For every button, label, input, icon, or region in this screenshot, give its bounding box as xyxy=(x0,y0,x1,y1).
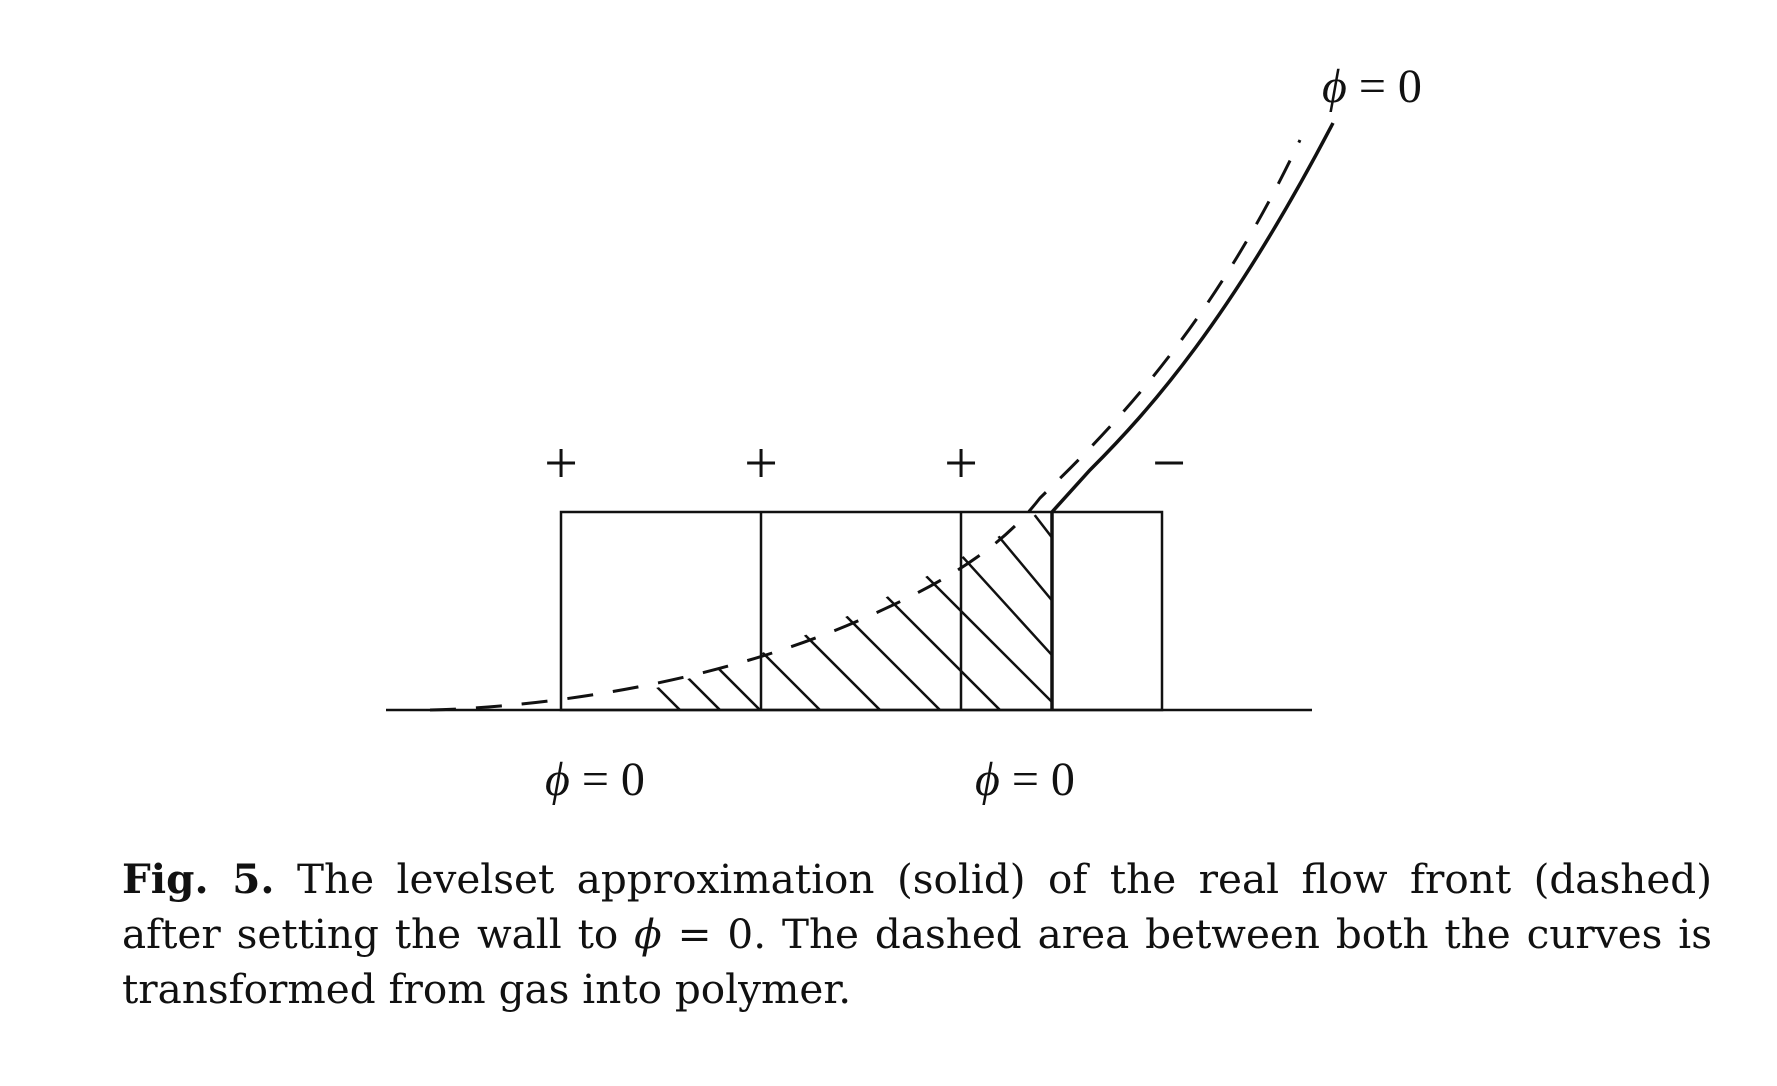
levelset-diagram: + + + − ϕ = 0 ϕ = 0 ϕ = 0 xyxy=(386,60,1422,806)
figure-caption: Fig. 5. The levelset approximation (soli… xyxy=(122,852,1712,1017)
node-sign-4: − xyxy=(1152,430,1186,496)
caption-text-part2: = 0. The dashed area between both the cu… xyxy=(122,910,1712,1013)
caption-phi-symbol: ϕ xyxy=(634,910,662,958)
solid-levelset-curve xyxy=(1050,122,1335,710)
caption-label: Fig. 5. xyxy=(122,855,275,903)
grid-cells xyxy=(559,510,1164,712)
phi-zero-label-top: ϕ = 0 xyxy=(1322,60,1422,113)
dashed-flow-front-curve xyxy=(429,139,1302,712)
node-sign-1: + xyxy=(544,430,578,496)
node-sign-3: + xyxy=(944,430,978,496)
hatched-region xyxy=(599,512,1052,710)
node-sign-2: + xyxy=(744,430,778,496)
phi-zero-label-bottom-right: ϕ = 0 xyxy=(975,753,1075,806)
caption-text-part1: The levelset approximation (solid) of th… xyxy=(122,855,1713,958)
phi-zero-label-bottom-left: ϕ = 0 xyxy=(545,753,645,806)
